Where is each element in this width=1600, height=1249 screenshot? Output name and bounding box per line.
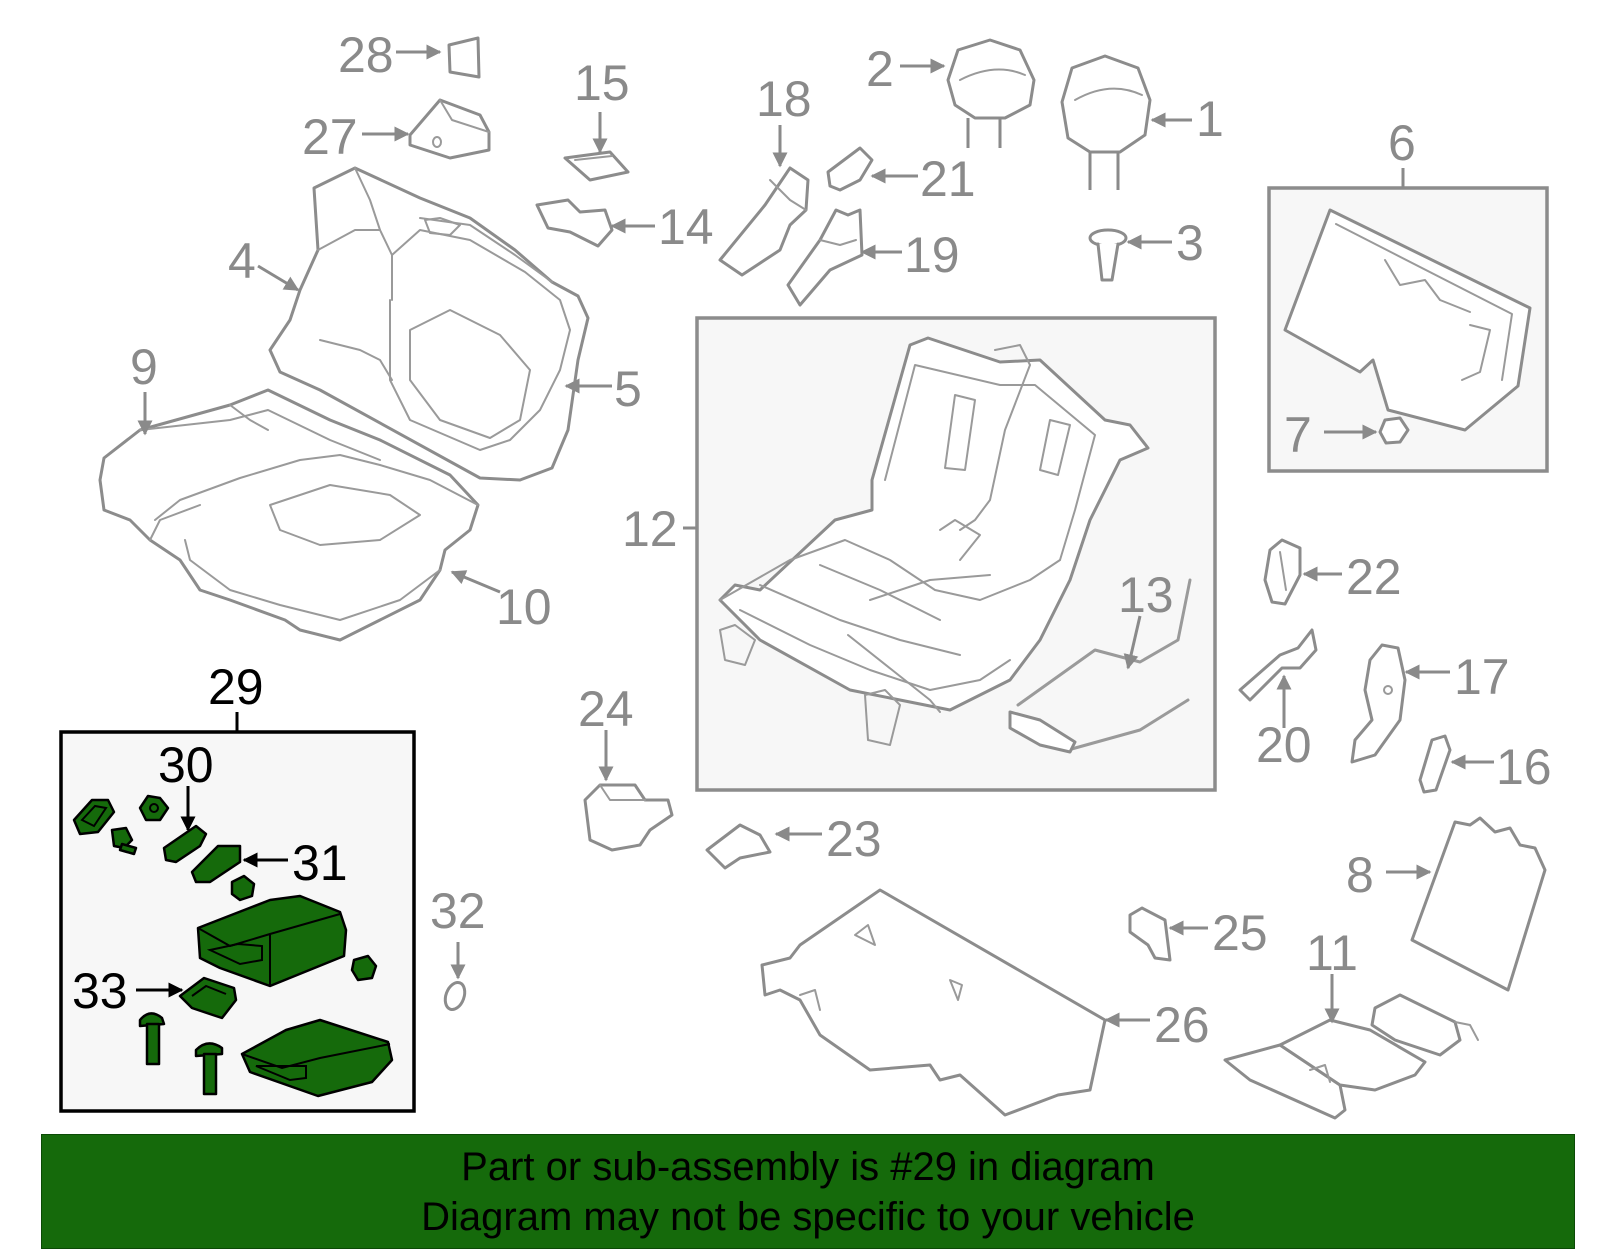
part-28-plate [447,36,481,79]
part-8-panel [1410,816,1547,992]
part-17-cover [1350,643,1407,764]
callout-29: 29 [208,659,264,715]
callout-16: 16 [1496,739,1552,795]
callout-31: 31 [292,835,348,891]
callout-1: 1 [1196,91,1224,147]
part-25-bracket [1128,906,1172,962]
callout-10: 10 [496,579,552,635]
part-2-headrest [946,38,1036,148]
callout-8: 8 [1346,847,1374,903]
part-15-clip [563,150,630,182]
banner-line-1: Part or sub-assembly is #29 in diagram [461,1144,1155,1189]
part-3-guide [1088,228,1128,282]
callout-32: 32 [430,883,486,939]
callout-24: 24 [578,681,634,737]
part-13-cable [1008,578,1192,754]
callout-21: 21 [920,151,976,207]
callout-26: 26 [1154,997,1210,1053]
part-1-headrest [1060,54,1152,190]
callout-5: 5 [614,361,642,417]
part-23-bracket [705,823,772,870]
part-19-rail-cover [786,208,864,307]
callout-14: 14 [658,199,714,255]
part-22-cover [1263,538,1302,606]
callout-23: 23 [826,811,882,867]
part-16-cap [1418,734,1452,794]
callout-25: 25 [1212,905,1268,961]
callout-28: 28 [338,27,394,83]
part-11-console [1223,993,1479,1120]
callout-22: 22 [1346,549,1402,605]
part-27-cover [408,98,491,160]
part-29-armrest-assembly [72,794,394,1098]
callout-13: 13 [1118,567,1174,623]
part-7-clip [1378,416,1410,445]
callout-12: 12 [622,501,678,557]
part-21-bracket [826,146,874,192]
callout-20: 20 [1256,717,1312,773]
callout-2: 2 [866,41,894,97]
callout-15: 15 [574,55,630,111]
callout-17: 17 [1454,649,1510,705]
callout-9: 9 [130,339,158,395]
banner-line-2: Diagram may not be specific to your vehi… [421,1194,1195,1239]
callout-33: 33 [72,963,128,1019]
part-12-seat-frame [718,336,1150,746]
part-26-floor-cover [760,888,1107,1117]
part-24-cover [583,783,674,852]
callout-4: 4 [228,233,256,289]
info-banner: Part or sub-assembly is #29 in diagram D… [41,1134,1575,1249]
part-4-seatback-trim [268,166,590,482]
callout-7: 7 [1284,407,1312,463]
callout-3: 3 [1176,215,1204,271]
part-20-bracket [1238,628,1318,702]
part-18-cover [718,166,810,277]
callout-27: 27 [302,109,358,165]
part-32-clip [443,980,467,1012]
callout-30: 30 [158,737,214,793]
part-6-seatback-board [1283,208,1532,432]
part-9-10-seat-cushion [98,388,480,642]
callout-6: 6 [1388,115,1416,171]
callout-18: 18 [756,71,812,127]
callout-19: 19 [904,227,960,283]
callout-11: 11 [1306,925,1358,981]
part-14-bracket [535,198,614,248]
